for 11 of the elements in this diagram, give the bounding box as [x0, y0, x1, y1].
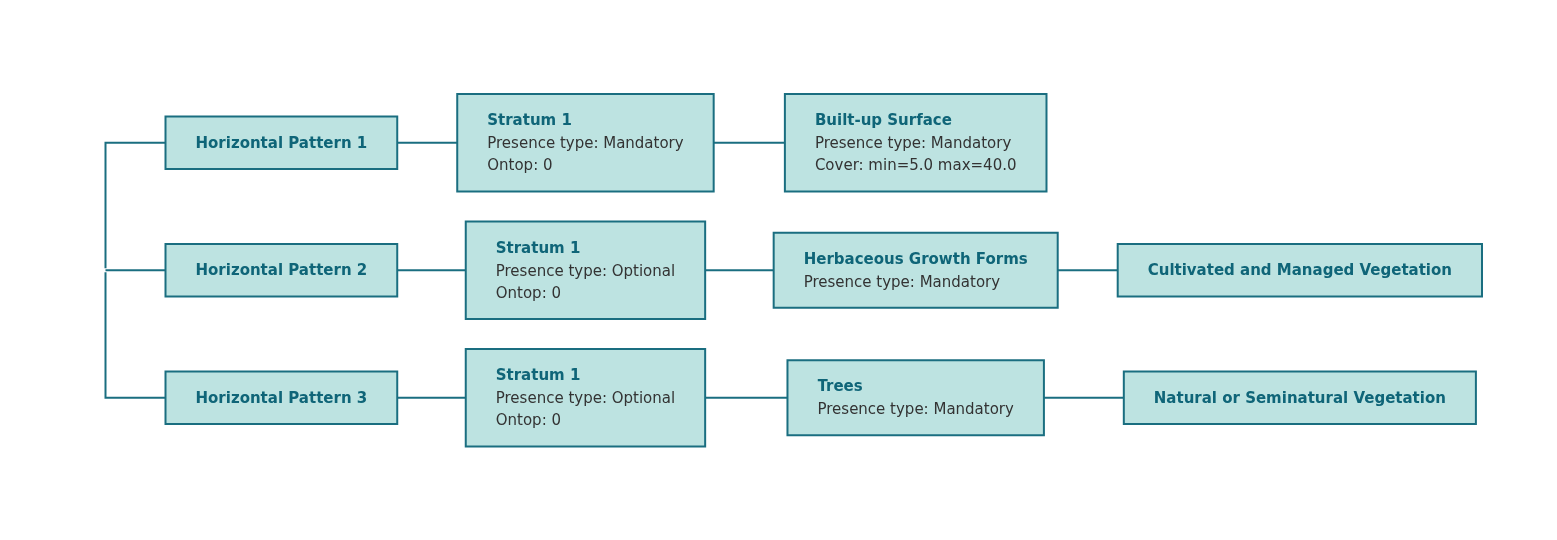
- process-box: Stratum 1 Presence type: Mandatory Ontop: 0: [456, 92, 715, 193]
- process-box: Cultivated and Managed Vegetation: [1116, 242, 1483, 298]
- process-box: Built-up Surface Presence type: Mandatory Cover: min=5.0 max=40.0: [783, 92, 1048, 193]
- process-box: Stratum 1 Presence type: Optional Ontop: 0: [464, 220, 707, 320]
- process-box: Horizontal Pattern 2: [164, 242, 399, 298]
- process-box: Natural or Seminatural Vegetation: [1122, 370, 1477, 425]
- process-box: Herbaceous Growth Forms Presence type: Mandatory: [772, 231, 1059, 309]
- process-box: Trees Presence type: Mandatory: [786, 359, 1045, 436]
- process-box: Horizontal Pattern 1: [164, 115, 399, 170]
- process-box: Horizontal Pattern 3: [164, 370, 399, 425]
- process-box: Stratum 1 Presence type: Optional Ontop: 0: [464, 347, 707, 448]
